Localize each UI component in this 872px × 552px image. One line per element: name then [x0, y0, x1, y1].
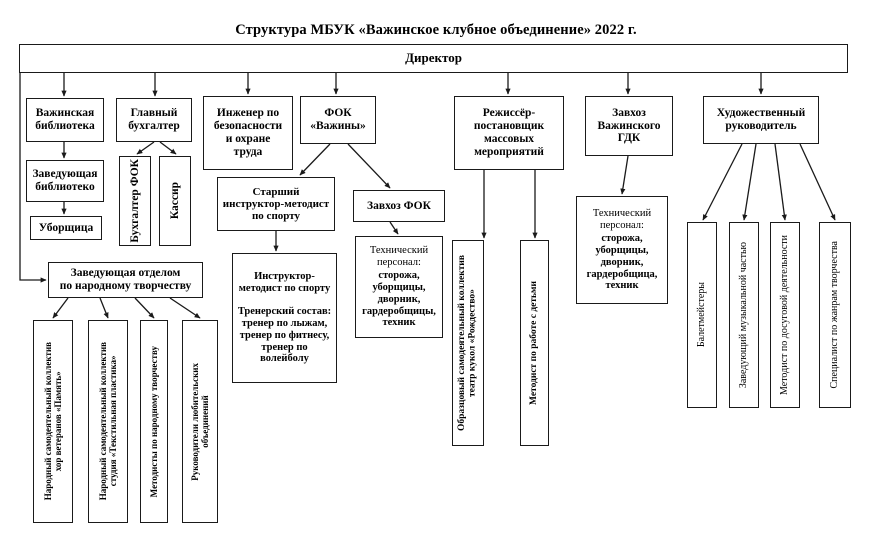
node-zaveduyushchiy-muzykalnoy-chastyu-label: Заведующий музыкальной частью	[738, 241, 750, 389]
node-baletmeystery[interactable]: Балетмейстеры	[687, 222, 717, 408]
node-tehnicheskiy-personal-fok[interactable]: Технический персонал:сторожа, уборщицы, …	[355, 236, 443, 338]
node-narodnyy-kollektiv-hor-pamyat[interactable]: Народный самодеятельный коллектив хор ве…	[33, 320, 73, 523]
node-inzhener-po-bezopasnosti-label: Инженер по безопасности и охране труда	[213, 107, 283, 158]
node-starshiy-instruktor-metodist-label: Старший инструктор-методист по спорту	[222, 185, 330, 223]
node-rezhisser-postanovshchik[interactable]: Режиссёр- постановщик массовых мероприят…	[454, 96, 564, 170]
node-fok-vazhiny[interactable]: ФОК «Важины»	[300, 96, 376, 144]
node-vazhinskaya-biblioteka[interactable]: Важинская библиотека	[26, 98, 104, 142]
node-zavhoz-fok-label: Завхоз ФОК	[367, 199, 431, 212]
node-obrazcovyy-teatr-kukol-label: Образцовый самодеятельный коллектив теат…	[457, 254, 478, 431]
node-inzhener-po-bezopasnosti[interactable]: Инженер по безопасности и охране труда	[203, 96, 293, 170]
node-specialist-po-zhanram-tvorchestva[interactable]: Специалист по жанрам творчества	[819, 222, 851, 408]
node-tehnicheskiy-personal-gdk[interactable]: Технический персонал:сторожа, уборщицы, …	[576, 196, 668, 304]
node-narodnyy-kollektiv-tekstilnaya-plastika-label: Народный самодеятельный коллектив студия…	[97, 342, 118, 501]
node-zaveduyushchaya-bibliotekoy[interactable]: Заведующая библиотеко	[26, 160, 104, 202]
node-metodist-po-dosugovoy-deyatelnosti-label: Методист по досуговой деятельности	[779, 235, 791, 395]
node-fok-vazhiny-label: ФОК «Важины»	[310, 107, 366, 132]
node-obrazcovyy-teatr-kukol[interactable]: Образцовый самодеятельный коллектив теат…	[452, 240, 484, 446]
node-narodnyy-kollektiv-hor-pamyat-label: Народный самодеятельный коллектив хор ве…	[42, 342, 63, 501]
node-metodist-po-dosugovoy-deyatelnosti[interactable]: Методист по досуговой деятельности	[770, 222, 800, 408]
node-kassir[interactable]: Кассир	[159, 156, 191, 246]
tehpersonal-gdk-list: сторожа, уборщицы, дворник, гардеробщица…	[586, 233, 658, 292]
node-metodisty-po-narodnomu-tvorchestvu-label: Методисты по народному творчеству	[148, 345, 159, 498]
node-uborshchitsa-label: Уборщица	[38, 221, 94, 234]
node-hudozhestvennyy-rukovoditel-label: Художественный руководитель	[716, 107, 806, 132]
node-buhgalter-fok-label: Бухгалтер ФОК	[128, 159, 141, 243]
node-uborshchitsa[interactable]: Уборщица	[30, 216, 102, 240]
trenerskiy-sostav-list: Тренерский состав: тренер по лыжам, трен…	[237, 306, 332, 365]
node-zavhoz-vazhinskogo-gdk[interactable]: Завхоз Важинского ГДК	[585, 96, 673, 156]
node-baletmeystery-label: Балетмейстеры	[696, 282, 708, 348]
node-starshiy-instruktor-metodist[interactable]: Старший инструктор-методист по спорту	[217, 177, 335, 231]
node-metodist-po-rabote-s-detmi[interactable]: Методист по работе с детьми	[520, 240, 549, 446]
page-title: Структура МБУК «Важинское клубное объеди…	[235, 22, 637, 38]
node-hudozhestvennyy-rukovoditel[interactable]: Художественный руководитель	[703, 96, 819, 144]
node-metodist-po-rabote-s-detmi-label: Методист по работе с детьми	[529, 280, 540, 405]
node-zaveduyushchiy-muzykalnoy-chastyu[interactable]: Заведующий музыкальной частью	[729, 222, 759, 408]
node-vazhinskaya-biblioteka-label: Важинская библиотека	[35, 107, 95, 132]
node-glavnyy-buhgalter-label: Главный бухгалтер	[128, 107, 180, 132]
node-zaveduyushchaya-bibliotekoy-label: Заведующая библиотеко	[32, 168, 98, 193]
node-kassir-label: Кассир	[168, 182, 181, 220]
node-tehnicheskiy-personal-gdk-label: Технический персонал:	[592, 207, 652, 231]
node-buhgalter-fok[interactable]: Бухгалтер ФОК	[119, 156, 151, 246]
node-rezhisser-postanovshchik-label: Режиссёр- постановщик массовых мероприят…	[473, 107, 545, 158]
node-glavnyy-buhgalter[interactable]: Главный бухгалтер	[116, 98, 192, 142]
node-direktor-label: Директор	[405, 50, 462, 66]
node-tehnicheskiy-personal-fok-label: Технический персонал:	[369, 244, 429, 268]
node-zaveduyushchaya-otdelom-label: Заведующая отделом по народному творчест…	[59, 267, 192, 292]
node-rukovoditeli-lyubitelskih-obedineniy-label: Руководители любительских объединений	[189, 362, 210, 481]
node-zavhoz-vazhinskogo-gdk-label: Завхоз Важинского ГДК	[597, 106, 661, 145]
node-rukovoditeli-lyubitelskih-obedineniy[interactable]: Руководители любительских объединений	[182, 320, 218, 523]
node-metodisty-po-narodnomu-tvorchestvu[interactable]: Методисты по народному творчеству	[140, 320, 168, 523]
node-zavhoz-fok[interactable]: Завхоз ФОК	[353, 190, 445, 222]
tehpersonal-fok-list: сторожа, уборщицы, дворник, гардеробщицы…	[362, 270, 436, 329]
node-instruktor-metodist-po-sportu-label: Инструктор- методист по спорту	[238, 270, 331, 294]
node-specialist-po-zhanram-tvorchestva-label: Специалист по жанрам творчества	[829, 241, 841, 389]
node-zaveduyushchaya-otdelom[interactable]: Заведующая отделом по народному творчест…	[48, 262, 203, 298]
node-narodnyy-kollektiv-tekstilnaya-plastika[interactable]: Народный самодеятельный коллектив студия…	[88, 320, 128, 523]
node-direktor[interactable]: Директор	[19, 44, 848, 73]
